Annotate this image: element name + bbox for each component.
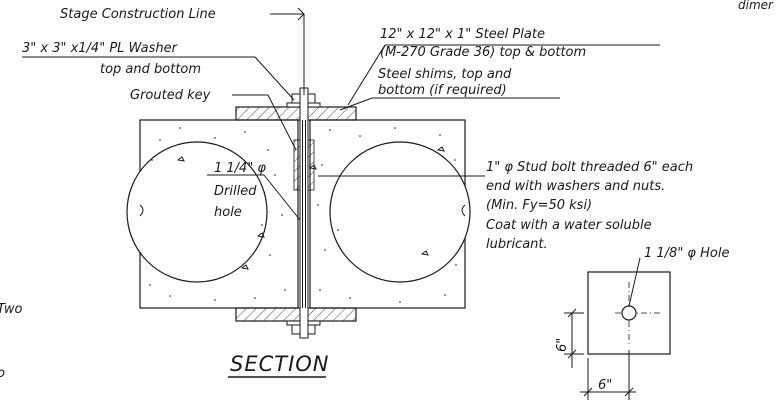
steel-plate-label-1: 12" x 12" x 1" Steel Plate [380, 27, 545, 42]
concrete-block-left [126, 119, 299, 309]
left-partial-label-1: Two [0, 302, 23, 317]
stud-bolt [299, 87, 309, 339]
steel-plate-bottom [235, 307, 357, 322]
washer-label-2: top and bottom [100, 62, 201, 77]
washer-label-1: 3" x 3" x1/4" PL Washer [22, 41, 179, 56]
left-partial-label-2: o [0, 366, 5, 381]
hole-plate-detail [564, 257, 671, 400]
corner-partial-label: dimer [738, 0, 774, 12]
stud-bolt-label-3: (Min. Fy=50 ksi) [486, 198, 592, 213]
drilled-hole-label-1: 1 1/4" φ [214, 161, 266, 176]
stage-construction-line [270, 7, 305, 95]
grouted-key-label: Grouted key [130, 88, 211, 103]
stud-bolt-label-4: Coat with a water soluble [486, 218, 652, 233]
stud-bolt-label-1: 1" φ Stud bolt threaded 6" each [486, 160, 693, 175]
section-title: SECTION [230, 352, 330, 376]
stage-line-label: Stage Construction Line [60, 7, 216, 22]
stud-bolt-label-2: end with washers and nuts. [486, 179, 665, 194]
stud-bolt-label-5: lubricant. [486, 237, 548, 252]
steel-plate-label-2: (M-270 Grade 36) top & bottom [380, 45, 586, 60]
shims-label-2: bottom (if required) [378, 83, 507, 98]
concrete-block-right [309, 119, 471, 309]
shims-label-1: Steel shims, top and [378, 67, 512, 82]
drilled-hole-label-3: hole [214, 205, 242, 220]
hole-label: 1 1/8" φ Hole [644, 246, 729, 261]
dim-vertical-label: 6" [555, 338, 570, 352]
grouted-key [293, 139, 315, 191]
concrete-texture [149, 127, 457, 303]
steel-plate-top [235, 106, 357, 121]
drilled-hole-label-2: Drilled [214, 184, 257, 199]
leader-lines [22, 44, 660, 221]
dim-horizontal-label: 6" [598, 378, 612, 393]
